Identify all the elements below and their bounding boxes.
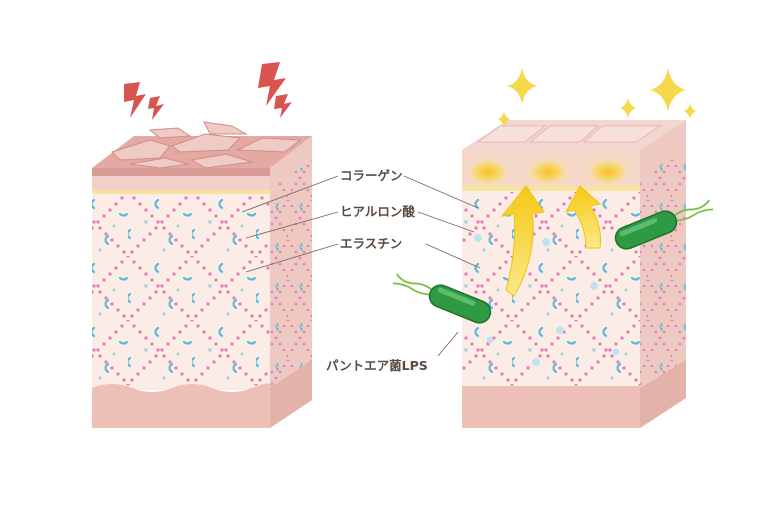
leader-lines (241, 175, 481, 357)
glow-cells (466, 158, 630, 186)
label-pantoea-lps: パントエア菌LPS (326, 358, 428, 373)
label-collagen: コラーゲン (340, 168, 403, 183)
healthy-skin-block (392, 68, 714, 428)
cracked-surface (111, 121, 302, 169)
label-hyaluronic-acid: ヒアルロン酸 (340, 204, 415, 219)
damaged-skin-block (92, 62, 312, 428)
damaged-hypodermis (92, 383, 271, 428)
up-arrow-icon (500, 185, 602, 297)
bacterium-icon (392, 199, 714, 324)
label-elastin: エラスチン (340, 236, 402, 251)
healthy-hypodermis (462, 386, 640, 428)
lightning-icon (124, 62, 292, 120)
sparkle-icon (498, 68, 696, 126)
